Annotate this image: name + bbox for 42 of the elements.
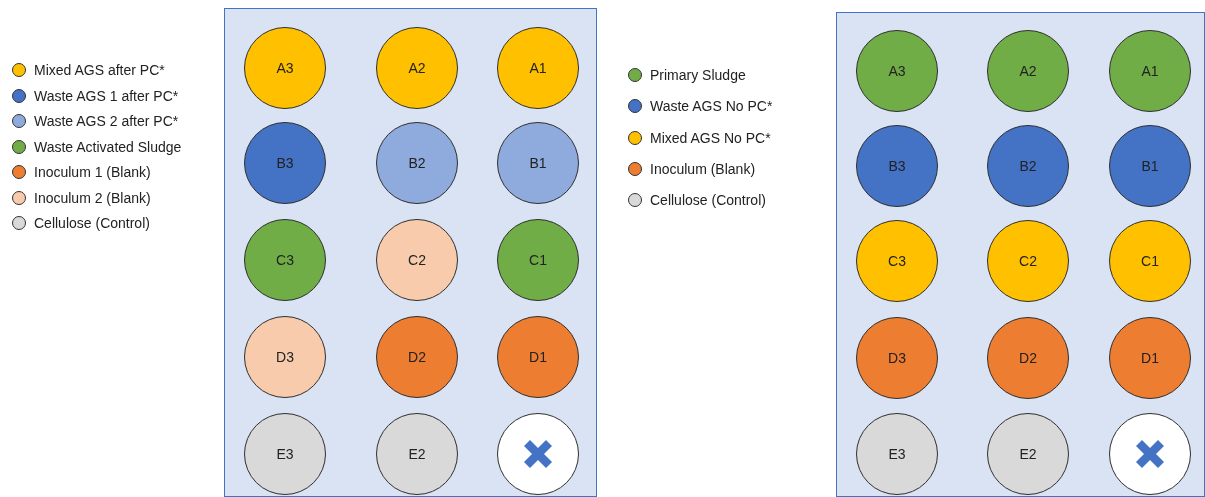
legend-label: Mixed AGS after PC*: [34, 62, 165, 78]
legend-label: Waste AGS No PC*: [650, 98, 773, 115]
well-label: C2: [408, 252, 426, 268]
well-label: E3: [888, 446, 906, 462]
well-label: D1: [1141, 350, 1159, 366]
legend-label: Primary Sludge: [650, 67, 746, 83]
legend-label: Inoculum (Blank): [650, 160, 756, 177]
legend-label: Inoculum 1 (Blank): [34, 164, 151, 180]
well-label: B3: [888, 158, 906, 174]
well-label: E3: [276, 446, 294, 462]
legend-label: Mixed AGS No PC*: [650, 129, 771, 146]
well-label: B3: [276, 155, 294, 171]
well-label: B2: [408, 155, 426, 171]
well-label: D2: [1019, 350, 1037, 366]
well-label: B1: [529, 155, 547, 171]
legend-label: Inoculum 2 (Blank): [34, 189, 151, 206]
legend-label: Waste AGS 1 after PC*: [34, 87, 179, 104]
well-label: E2: [1019, 446, 1037, 462]
well-label: A1: [529, 60, 547, 76]
well-label: A1: [1141, 63, 1159, 79]
legend-label: Cellulose (Control): [34, 215, 150, 231]
well-label: C1: [1141, 253, 1159, 269]
well-label: B2: [1019, 158, 1037, 174]
legend-label: Waste AGS 2 after PC*: [34, 113, 179, 129]
well-plate: [224, 8, 597, 497]
legend-label: Waste Activated Sludge: [34, 138, 182, 155]
well-label: D3: [888, 350, 906, 366]
legend-label: Cellulose (Control): [650, 192, 766, 209]
well-label: A2: [1019, 63, 1037, 79]
well-label: A3: [888, 63, 906, 79]
well-label: C3: [276, 252, 294, 268]
well-label: D2: [408, 349, 426, 365]
well-label: E2: [408, 446, 426, 462]
well-label: B1: [1141, 158, 1159, 174]
well-label: C2: [1019, 253, 1037, 269]
well-label: C1: [529, 252, 547, 268]
well-label: A2: [408, 60, 426, 76]
well-plate: [836, 12, 1205, 497]
well-label: D1: [529, 349, 547, 365]
well-label: C3: [888, 253, 906, 269]
well-label: D3: [276, 349, 294, 365]
well-label: A3: [276, 60, 294, 76]
